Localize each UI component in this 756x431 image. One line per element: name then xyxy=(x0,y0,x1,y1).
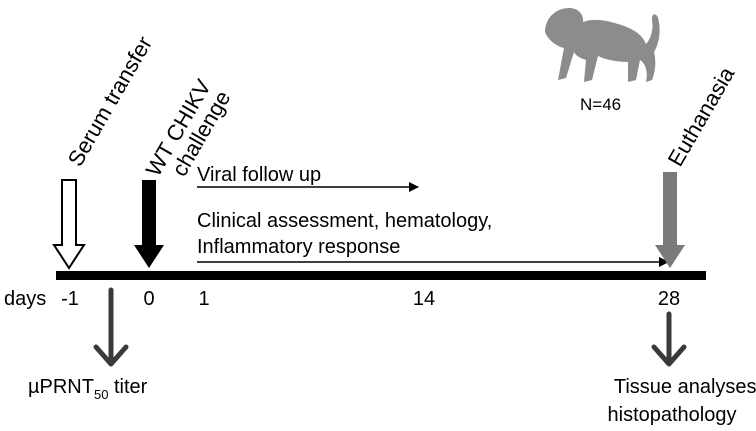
challenge-arrow xyxy=(134,180,164,268)
prnt-titer-label: µPRNT50 titer xyxy=(28,376,148,402)
serum-transfer-arrow xyxy=(52,179,86,270)
day-label-minus1: -1 xyxy=(61,288,79,310)
tissue-label-line2: histopathology xyxy=(608,404,737,426)
euthanasia-arrow xyxy=(655,172,685,268)
prnt-down-arrow xyxy=(93,287,129,367)
monkey-silhouette-icon xyxy=(545,8,660,82)
day-label-1: 1 xyxy=(198,288,209,310)
prnt-prefix: µPRNT xyxy=(28,376,94,398)
viral-follow-up-label: Viral follow up xyxy=(197,164,321,186)
prnt-subscript: 50 xyxy=(94,387,108,402)
days-label: days xyxy=(4,288,46,310)
day-label-0: 0 xyxy=(143,288,154,310)
euthanasia-label: Euthanasia xyxy=(663,62,740,170)
day-label-14: 14 xyxy=(413,288,435,310)
clinical-label-line1: Clinical assessment, hematology, xyxy=(197,210,492,232)
clinical-label-line2: Inflammatory response xyxy=(197,236,400,258)
animal-count-label: N=46 xyxy=(580,95,621,114)
tissue-down-arrow xyxy=(651,311,687,367)
timeline-bar xyxy=(56,271,706,280)
serum-transfer-label: Serum transfer xyxy=(63,32,157,171)
day-label-28: 28 xyxy=(658,288,680,310)
prnt-suffix: titer xyxy=(108,376,147,398)
tissue-label-line1: Tissue analyses, xyxy=(614,376,756,398)
